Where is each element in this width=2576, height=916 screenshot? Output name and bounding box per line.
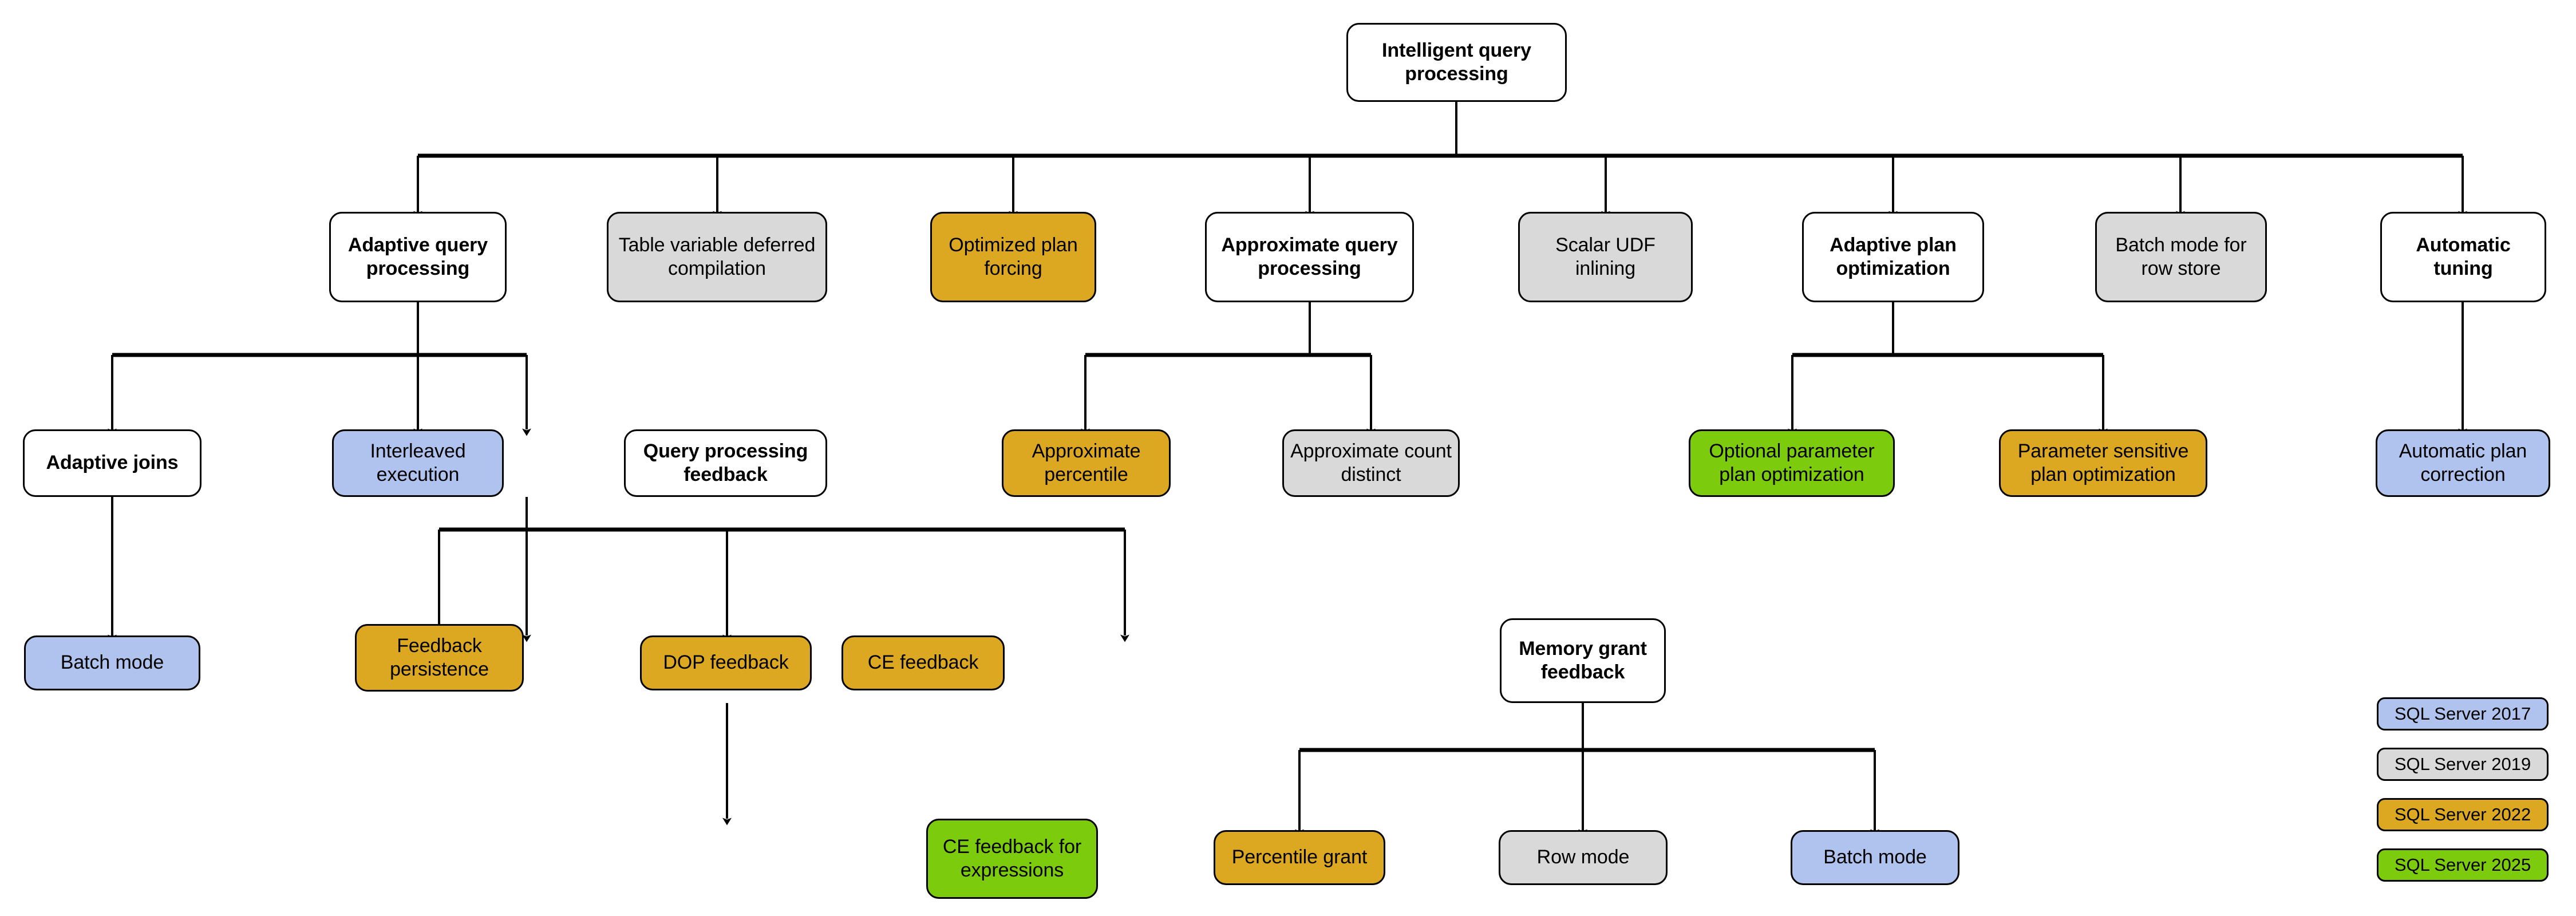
- node-adaptive-joins-label: Adaptive joins: [46, 452, 179, 474]
- node-dop-feedback-label: DOP feedback: [663, 652, 789, 674]
- node-batch-mode-for-row-store[interactable]: Batch mode for row store: [2095, 212, 2267, 302]
- legend-item-sql-server-2019-label: SQL Server 2019: [2394, 754, 2531, 774]
- node-ce-feedback[interactable]: CE feedback: [841, 635, 1005, 690]
- node-approximate-count-distinct[interactable]: Approximate count distinct: [1282, 429, 1460, 497]
- legend-item-sql-server-2025-label: SQL Server 2025: [2394, 855, 2531, 875]
- legend-item-sql-server-2017-label: SQL Server 2017: [2394, 704, 2531, 724]
- node-approximate-percentile[interactable]: Approximate percentile: [1002, 429, 1171, 497]
- node-interleaved-execution-label: Interleaved execution: [370, 440, 466, 485]
- node-memory-grant-feedback-label: Memory grant feedback: [1519, 637, 1647, 683]
- node-row-mode-label: Row mode: [1536, 846, 1630, 868]
- node-approximate-percentile-label: Approximate percentile: [1032, 440, 1141, 485]
- node-memory-grant-feedback[interactable]: Memory grant feedback: [1500, 618, 1666, 703]
- node-optimized-plan-forcing[interactable]: Optimized plan forcing: [930, 212, 1096, 302]
- node-batch-mode-memory-grant[interactable]: Batch mode: [1791, 830, 1959, 885]
- node-adaptive-plan-optimization[interactable]: Adaptive plan optimization: [1802, 212, 1984, 302]
- node-approximate-query-processing[interactable]: Approximate query processing: [1205, 212, 1414, 302]
- node-automatic-tuning[interactable]: Automatic tuning: [2380, 212, 2546, 302]
- node-interleaved-execution[interactable]: Interleaved execution: [332, 429, 504, 497]
- legend-item-sql-server-2017: SQL Server 2017: [2377, 697, 2549, 731]
- node-adaptive-joins[interactable]: Adaptive joins: [23, 429, 202, 497]
- node-scalar-udf-inlining-label: Scalar UDF inlining: [1555, 234, 1656, 279]
- node-automatic-plan-correction[interactable]: Automatic plan correction: [2376, 429, 2550, 497]
- node-optional-parameter-plan-optimization-label: Optional parameter plan optimization: [1709, 440, 1875, 485]
- legend-item-sql-server-2025: SQL Server 2025: [2377, 848, 2549, 882]
- node-root[interactable]: Intelligent query processing: [1346, 23, 1567, 102]
- node-approximate-count-distinct-label: Approximate count distinct: [1290, 440, 1452, 485]
- node-automatic-tuning-label: Automatic tuning: [2416, 234, 2511, 279]
- node-feedback-persistence-label: Feedback persistence: [390, 634, 489, 680]
- node-query-processing-feedback[interactable]: Query processing feedback: [624, 429, 827, 497]
- node-parameter-sensitive-plan-optimization[interactable]: Parameter sensitive plan optimization: [1999, 429, 2207, 497]
- node-root-label: Intelligent query processing: [1382, 39, 1531, 85]
- node-automatic-plan-correction-label: Automatic plan correction: [2399, 440, 2527, 485]
- legend-item-sql-server-2022-label: SQL Server 2022: [2394, 804, 2531, 824]
- node-approximate-query-processing-label: Approximate query processing: [1221, 234, 1398, 279]
- node-adaptive-query-processing[interactable]: Adaptive query processing: [329, 212, 507, 302]
- node-scalar-udf-inlining[interactable]: Scalar UDF inlining: [1518, 212, 1693, 302]
- node-batch-mode-adaptive-joins[interactable]: Batch mode: [24, 635, 200, 690]
- node-ce-feedback-label: CE feedback: [867, 652, 979, 674]
- node-adaptive-plan-optimization-label: Adaptive plan optimization: [1830, 234, 1957, 279]
- node-feedback-persistence[interactable]: Feedback persistence: [355, 624, 524, 692]
- legend-item-sql-server-2019: SQL Server 2019: [2377, 748, 2549, 781]
- node-ce-feedback-for-expressions-label: CE feedback for expressions: [942, 835, 1082, 881]
- node-percentile-grant[interactable]: Percentile grant: [1214, 830, 1385, 885]
- node-optional-parameter-plan-optimization[interactable]: Optional parameter plan optimization: [1689, 429, 1895, 497]
- node-batch-mode-adaptive-joins-label: Batch mode: [60, 652, 164, 674]
- node-query-processing-feedback-label: Query processing feedback: [643, 440, 808, 485]
- node-adaptive-query-processing-label: Adaptive query processing: [347, 234, 488, 279]
- node-dop-feedback[interactable]: DOP feedback: [640, 635, 812, 690]
- node-batch-mode-memory-grant-label: Batch mode: [1823, 846, 1927, 868]
- node-percentile-grant-label: Percentile grant: [1231, 846, 1368, 868]
- node-batch-mode-for-row-store-label: Batch mode for row store: [2115, 234, 2247, 279]
- node-ce-feedback-for-expressions[interactable]: CE feedback for expressions: [926, 819, 1098, 899]
- node-parameter-sensitive-plan-optimization-label: Parameter sensitive plan optimization: [2017, 440, 2189, 485]
- legend-item-sql-server-2022: SQL Server 2022: [2377, 798, 2549, 831]
- node-row-mode[interactable]: Row mode: [1499, 830, 1668, 885]
- node-optimized-plan-forcing-label: Optimized plan forcing: [949, 234, 1078, 279]
- node-table-variable-deferred-compilation-label: Table variable deferred compilation: [618, 234, 816, 279]
- node-table-variable-deferred-compilation[interactable]: Table variable deferred compilation: [607, 212, 827, 302]
